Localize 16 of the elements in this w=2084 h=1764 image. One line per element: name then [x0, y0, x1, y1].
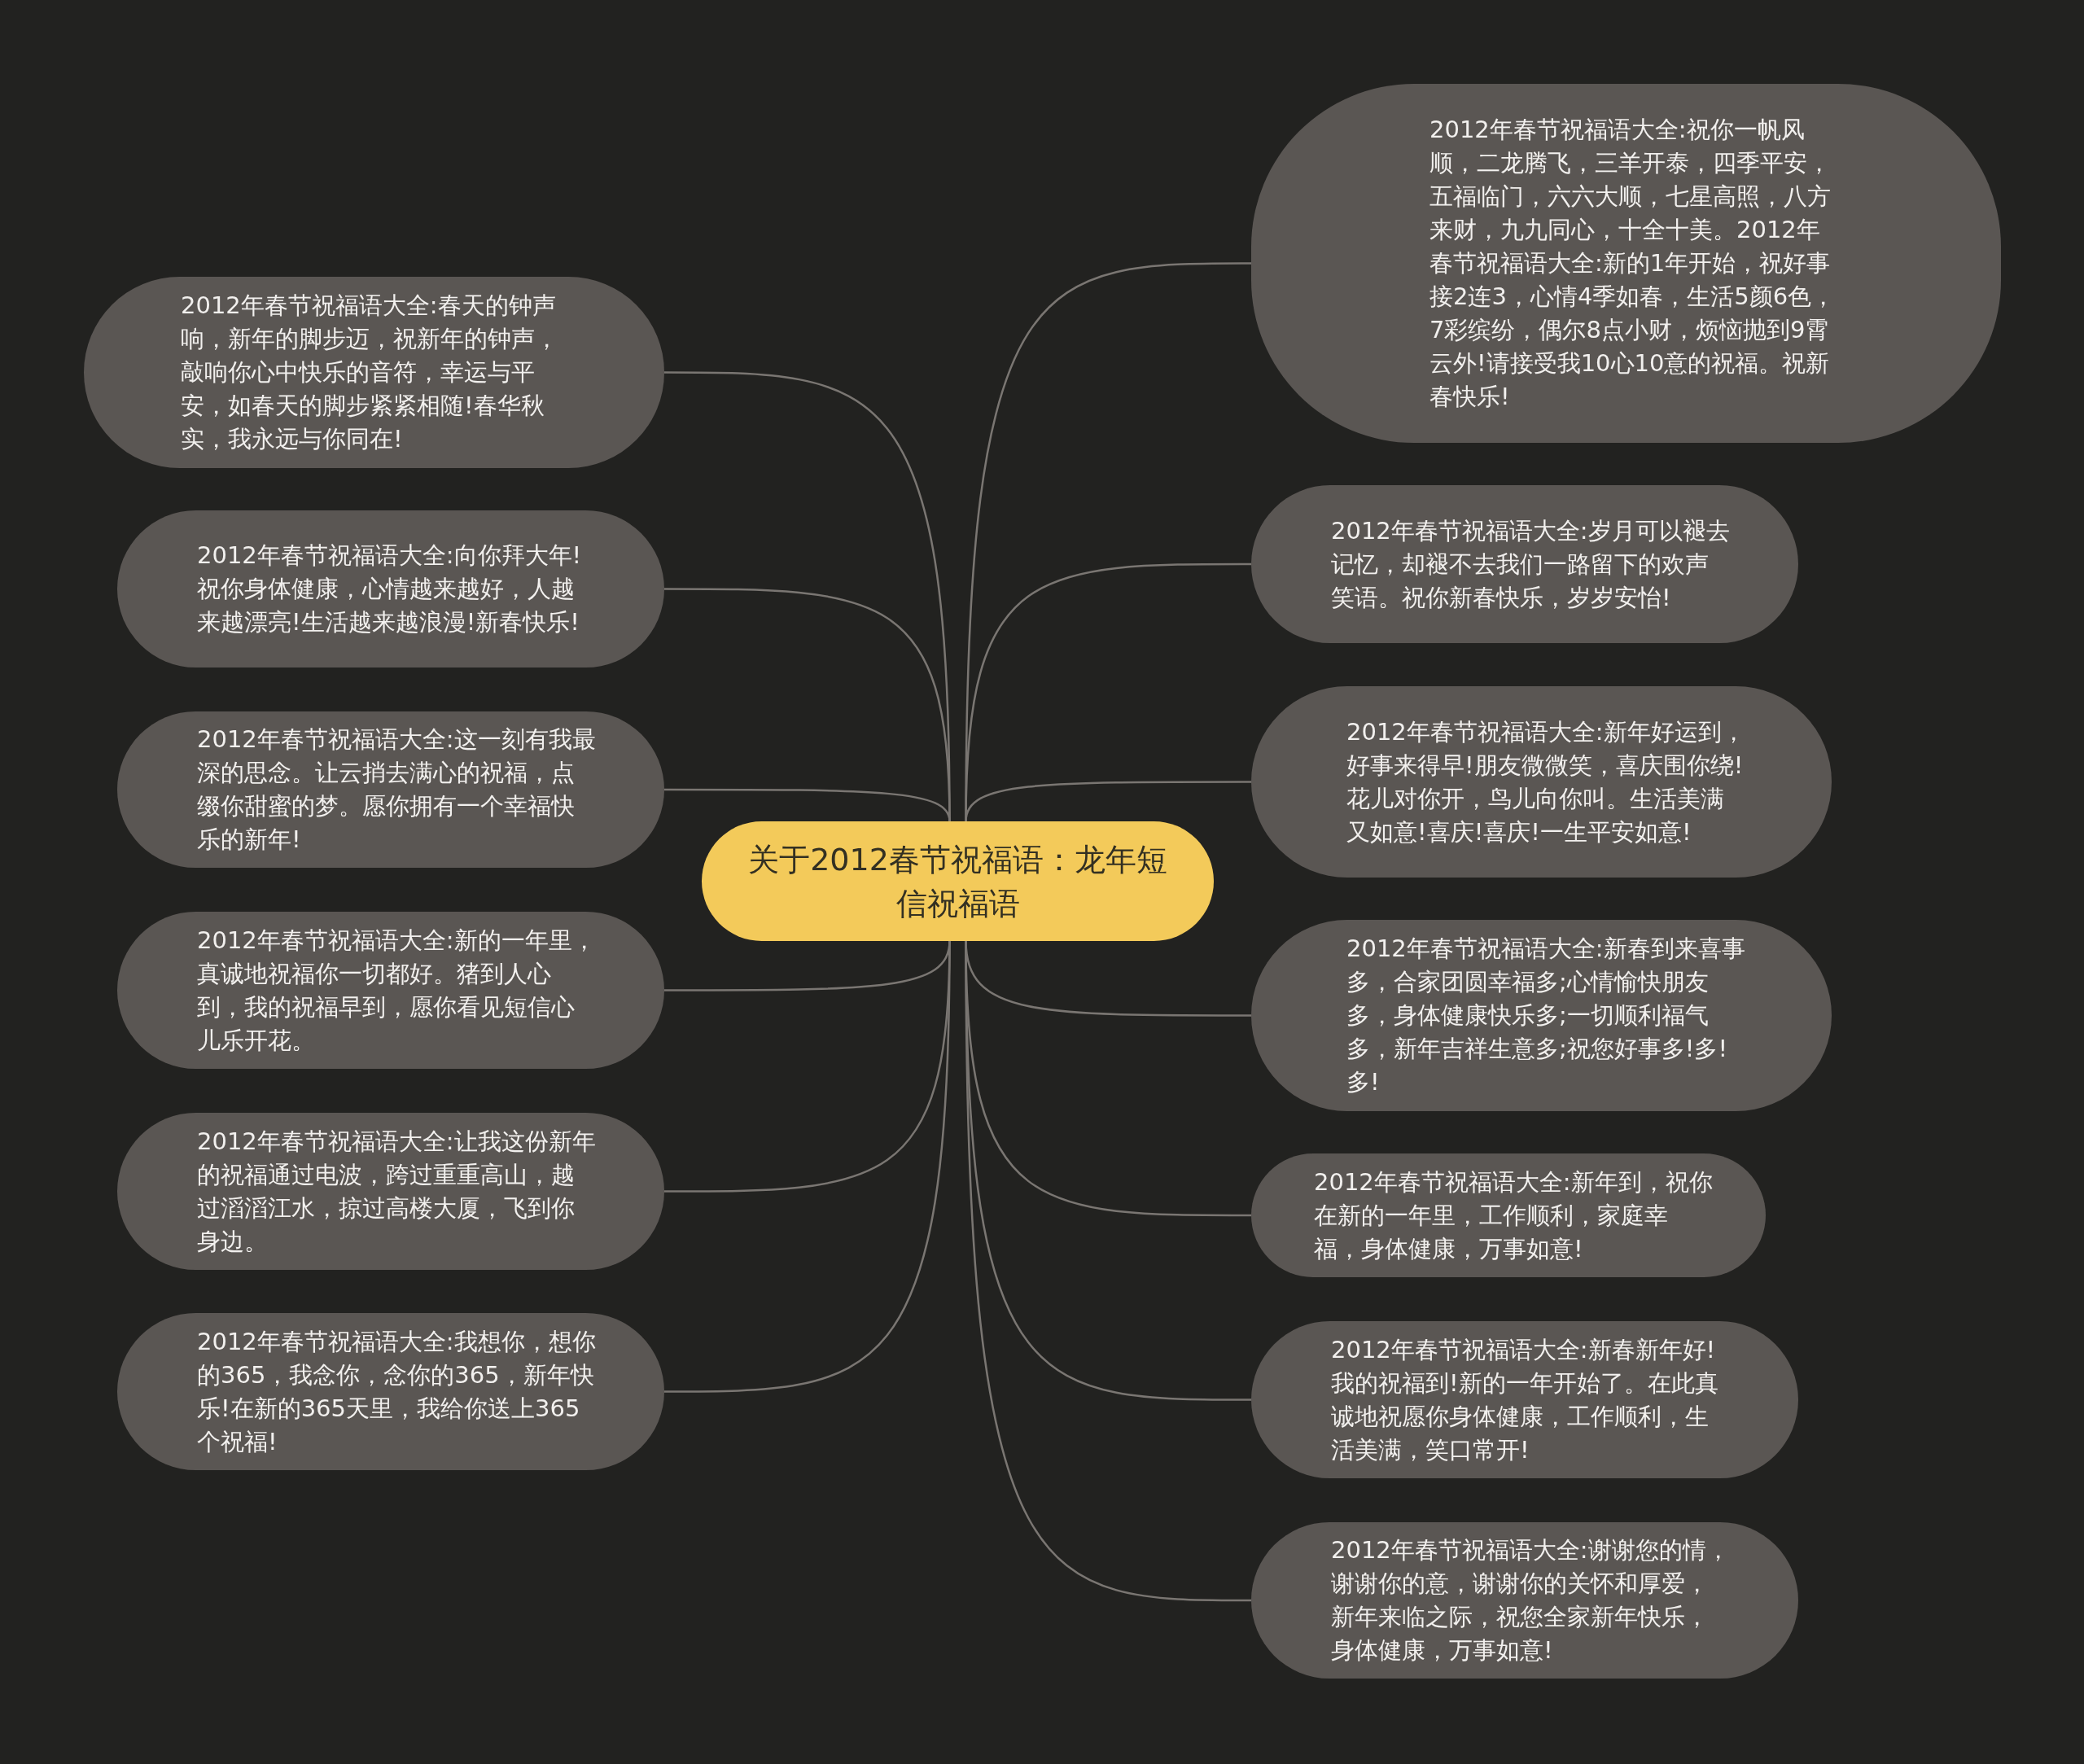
message-text: 2012年春节祝福语大全:向你拜大年!祝你身体健康，心情越来越好，人越来越漂亮!生活越来越浪漫!新春快乐!: [197, 541, 583, 637]
message-text: 2012年春节祝福语大全:岁月可以褪去记忆，却褪不去我们一路留下的欢声笑语。祝你新春快乐，岁岁安怡!: [1331, 515, 1730, 613]
connector-line: [664, 941, 951, 1393]
message-text: 2012年春节祝福语大全:祝你一帆风顺，二龙腾飞，三羊开泰，四季平安，五福临门，六六大顺，七星高照，八方来财，九九同心，十全十美。2012年春节祝福语大全:新的1年开始，祝好事接2连3，心情4季如春，生活5颜6色，7彩缤纷，偶尔8点小财，烦恼抛到9霄云外!请接受我10心10意的祝福。祝新春快乐!: [1429, 115, 1837, 412]
message-text: 2012年春节祝福语大全:新年好运到，好事来得早!朋友微微笑，喜庆围你绕!花儿对你开，鸟儿向你叫。生活美满又如意!喜庆!喜庆!一生平安如意!: [1346, 716, 1745, 847]
message-text: 2012年春节祝福语大全:新春新年好!我的祝福到!新的一年开始了。在此真诚地祝愿你身体健康，工作顺利，生活美满，笑口常开!: [1331, 1334, 1719, 1465]
message-text: 2012年春节祝福语大全:谢谢您的情，谢谢你的意，谢谢你的关怀和厚爱，新年来临之际，祝您全家新年快乐，身体健康，万事如意!: [1331, 1535, 1730, 1666]
message-text: 2012年春节祝福语大全:新年到，祝你在新的一年里，工作顺利，家庭幸福，身体健康，万事如意!: [1314, 1167, 1713, 1264]
message-text: 2012年春节祝福语大全:让我这份新年的祝福通过电波，跨过重重高山，越过滔滔江水，掠过高楼大厦，飞到你身边。: [197, 1126, 596, 1257]
message-text: 2012年春节祝福语大全:我想你，想你的365，我念你，念你的365，新年快乐!在新的365天里，我给你送上365个祝福!: [197, 1326, 596, 1457]
connector-line: [965, 781, 1251, 822]
message-text: 2012年春节祝福语大全:新春到来喜事多，合家团圆幸福多;心情愉快朋友多，身体健康快乐多;一切顺利福气多，新年吉祥生意多;祝您好事多!多!多!: [1346, 934, 1745, 1097]
message-text: 2012年春节祝福语大全:新的一年里，真诚地祝福你一切都好。猪到人心到，我的祝福早到，愿你看见短信心儿乐开花。: [197, 925, 596, 1056]
central-topic-text: 关于2012春节祝福语：龙年短信祝福语: [747, 840, 1168, 923]
message-text: 2012年春节祝福语大全:这一刻有我最深的思念。让云捎去满心的祝福，点缀你甜蜜的梦。愿你拥有一个幸福快乐的新年!: [197, 724, 596, 855]
message-text: 2012年春节祝福语大全:春天的钟声响，新年的脚步迈，祝新年的钟声，敲响你心中快乐的音符，幸运与平安，如春天的脚步紧紧相随!春华秋实，我永远与你同在!: [181, 291, 559, 454]
